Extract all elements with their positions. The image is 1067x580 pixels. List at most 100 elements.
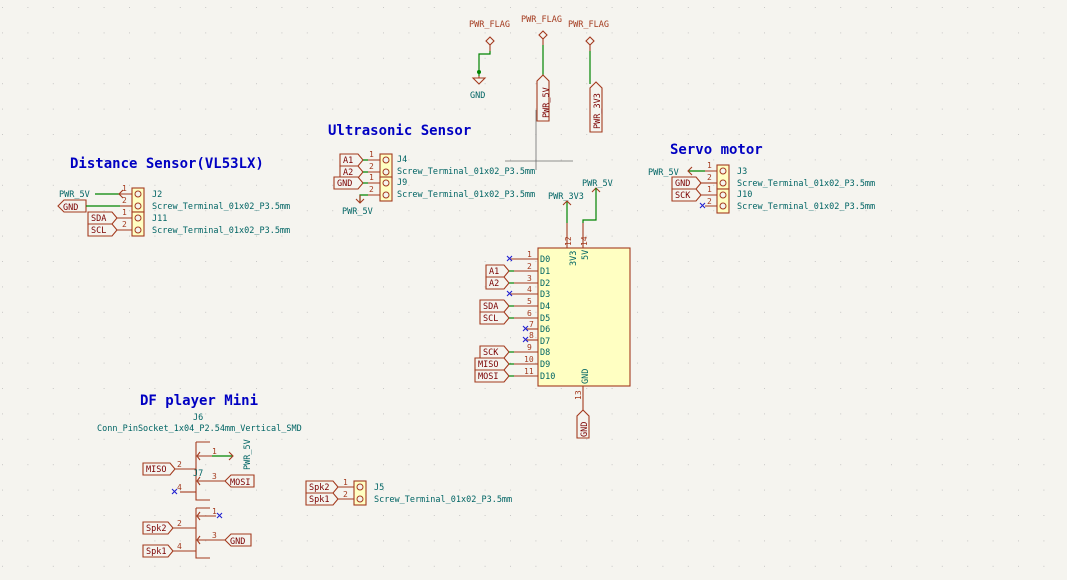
svg-text:PWR_5V: PWR_5V (542, 87, 552, 118)
connector-j7[interactable]: 1 Spk2 2 GND 3 Spk1 4 (142, 507, 252, 559)
svg-text:2: 2 (369, 185, 374, 194)
svg-text:2: 2 (177, 460, 182, 469)
mcu-module[interactable]: PWR_3V3 PWR_5V 12 14 3V3 5V 13 GND GND 1… (474, 179, 631, 439)
svg-text:1: 1 (122, 184, 127, 193)
svg-text:Screw_Terminal_01x02_P3.5mm: Screw_Terminal_01x02_P3.5mm (737, 202, 875, 212)
pwr-flag-gnd[interactable]: PWR_FLAG GND (469, 20, 510, 101)
svg-text:SCL: SCL (483, 314, 498, 324)
svg-text:SCL: SCL (91, 226, 106, 236)
svg-text:SCK: SCK (675, 191, 691, 201)
svg-text:1: 1 (212, 447, 217, 456)
svg-text:J2: J2 (152, 190, 162, 200)
svg-text:D10: D10 (540, 372, 555, 382)
svg-text:2: 2 (122, 220, 127, 229)
svg-text:Screw_Terminal_01x02_P3.5mm: Screw_Terminal_01x02_P3.5mm (397, 167, 535, 177)
svg-text:5V: 5V (581, 250, 591, 260)
svg-text:1: 1 (212, 507, 217, 516)
svg-text:MOSI: MOSI (478, 372, 498, 382)
svg-text:Spk2: Spk2 (146, 524, 166, 534)
svg-text:GND: GND (230, 537, 245, 547)
svg-text:J9: J9 (397, 178, 407, 188)
svg-text:2: 2 (707, 197, 712, 206)
svg-text:2: 2 (177, 519, 182, 528)
svg-text:D8: D8 (540, 348, 550, 358)
svg-text:D2: D2 (540, 279, 550, 289)
svg-text:PWR_5V: PWR_5V (582, 179, 613, 189)
svg-text:Spk1: Spk1 (309, 495, 329, 505)
svg-text:GND: GND (581, 369, 591, 384)
svg-text:PWR_FLAG: PWR_FLAG (568, 20, 609, 30)
connector-j5[interactable]: Spk2 Spk1 1 2 J5 Screw_Terminal_01x02_P3… (305, 478, 512, 506)
connector-j4[interactable]: A1 A2 1 2 J4 Screw_Terminal_01x02_P3.5mm (339, 150, 535, 179)
svg-text:J5: J5 (374, 483, 384, 493)
svg-text:GND: GND (470, 91, 485, 101)
svg-text:D5: D5 (540, 314, 550, 324)
svg-text:GND: GND (675, 179, 690, 189)
pwr-flag-5v[interactable]: PWR_FLAG PWR_5V (521, 15, 562, 122)
svg-text:GND: GND (580, 422, 590, 437)
svg-text:D7: D7 (540, 337, 550, 347)
svg-text:PWR_3V3: PWR_3V3 (593, 93, 603, 129)
svg-text:9: 9 (527, 343, 532, 352)
svg-text:J4: J4 (397, 155, 407, 165)
svg-text:J11: J11 (152, 214, 167, 224)
svg-text:1: 1 (343, 478, 348, 487)
svg-text:A2: A2 (343, 168, 353, 178)
mcu-pin-d5: SCL 6 D5 (479, 309, 550, 325)
svg-text:PWR_5V: PWR_5V (59, 190, 90, 200)
mcu-pin-d1: A1 2 D1 (485, 262, 550, 278)
connector-j2[interactable]: PWR_5V GND 1 2 J2 Screw_Terminal_01x02_P… (57, 184, 290, 213)
pwr-flag-3v3[interactable]: PWR_FLAG PWR_3V3 (568, 20, 609, 133)
svg-text:1: 1 (369, 173, 374, 182)
svg-text:1: 1 (369, 150, 374, 159)
mcu-pin-d10: MOSI 11 D10 (474, 367, 555, 383)
svg-text:13: 13 (574, 390, 583, 400)
connector-j6[interactable]: J6 Conn_PinSocket_1x04_P2.54mm_Vertical_… (97, 413, 302, 501)
svg-text:3: 3 (527, 274, 532, 283)
mcu-pin-d8: SCK 9 D8 (479, 343, 550, 359)
svg-text:D6: D6 (540, 325, 550, 335)
svg-text:J7: J7 (193, 469, 203, 479)
svg-text:3: 3 (212, 472, 217, 481)
mcu-pin-d4: SDA 5 D4 (479, 297, 550, 313)
svg-text:PWR_5V: PWR_5V (243, 439, 253, 470)
svg-text:3: 3 (212, 531, 217, 540)
svg-text:MISO: MISO (146, 465, 166, 475)
svg-text:PWR_5V: PWR_5V (648, 168, 679, 178)
svg-text:D9: D9 (540, 360, 550, 370)
svg-text:SCK: SCK (483, 348, 499, 358)
svg-text:Screw_Terminal_01x02_P3.5mm: Screw_Terminal_01x02_P3.5mm (397, 190, 535, 200)
svg-text:8: 8 (529, 331, 534, 340)
svg-text:SDA: SDA (91, 214, 106, 224)
svg-text:4: 4 (177, 483, 182, 492)
svg-text:MOSI: MOSI (230, 478, 250, 488)
svg-text:PWR_3V3: PWR_3V3 (548, 192, 584, 202)
svg-text:Screw_Terminal_01x02_P3.5mm: Screw_Terminal_01x02_P3.5mm (152, 202, 290, 212)
svg-text:1: 1 (527, 250, 532, 259)
connector-j10[interactable]: SCK 1 2 J10 Screw_Terminal_01x02_P3.5mm (671, 185, 875, 214)
section-title-ultrasonic: Ultrasonic Sensor (328, 123, 471, 139)
section-title-dfplayer: DF player Mini (140, 393, 258, 409)
svg-text:A1: A1 (489, 267, 499, 277)
svg-text:D0: D0 (540, 255, 550, 265)
svg-text:2: 2 (343, 490, 348, 499)
mcu-pin-d2: A2 3 D2 (485, 274, 550, 290)
connector-j3[interactable]: PWR_5V GND 1 2 J3 Screw_Terminal_01x02_P… (648, 161, 875, 190)
mcu-pin-d3: 4 D3 (506, 285, 550, 300)
svg-text:4: 4 (527, 285, 532, 294)
svg-text:2: 2 (122, 196, 127, 205)
section-title-distance: Distance Sensor(VL53LX) (70, 156, 264, 172)
svg-text:J10: J10 (737, 190, 752, 200)
connector-j9[interactable]: GND PWR_5V 1 2 J9 Screw_Terminal_01x02_P… (333, 173, 535, 217)
connector-j11[interactable]: SDA SCL 1 2 J11 Screw_Terminal_01x02_P3.… (87, 208, 290, 237)
svg-text:10: 10 (524, 355, 534, 364)
svg-text:12: 12 (564, 236, 573, 246)
cursor-crosshair (505, 110, 573, 170)
mcu-pin-d0: 1 D0 (506, 250, 550, 265)
svg-text:GND: GND (63, 203, 78, 213)
svg-text:D1: D1 (540, 267, 550, 277)
section-title-servo: Servo motor (670, 142, 763, 158)
svg-text:D3: D3 (540, 290, 550, 300)
svg-text:5: 5 (527, 297, 532, 306)
